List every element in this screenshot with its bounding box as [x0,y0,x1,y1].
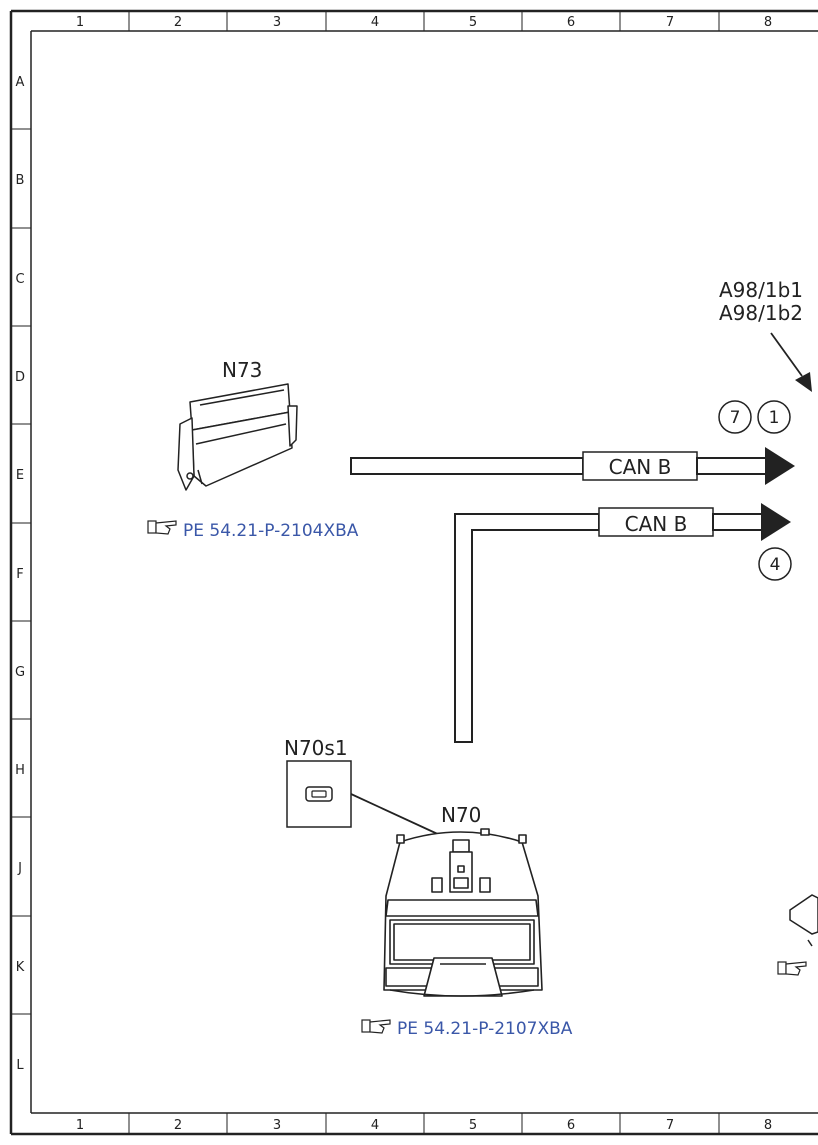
column-label: 3 [273,1118,281,1133]
column-label: 1 [76,1118,84,1133]
partial-component-icon [789,894,818,947]
n70-reference-link[interactable]: PE 54.21-P-2107XBA [361,1019,573,1039]
row-label: E [16,468,24,483]
can-b-label-upper: CAN B [609,455,672,479]
column-label: 2 [174,15,182,30]
svg-text:4: 4 [770,555,781,575]
n73-control-unit-icon[interactable] [177,383,298,491]
row-label: F [16,567,23,582]
column-labels-bottom: 1 2 3 4 5 6 7 8 [76,1118,772,1133]
column-label: 8 [764,1118,772,1133]
n73-label: N73 [222,358,262,382]
column-label: 7 [666,1118,674,1133]
n70s1-switch-icon[interactable] [286,760,352,828]
arrow-right-icon [765,447,795,485]
column-label: 6 [567,1118,575,1133]
pointing-hand-icon [147,520,177,535]
column-label: 5 [469,15,477,30]
a98-pointer [770,332,812,392]
column-label: 6 [567,15,575,30]
row-label: H [15,763,25,778]
column-label: 4 [371,15,379,30]
column-label: 7 [666,15,674,30]
n70-reference-text: PE 54.21-P-2107XBA [397,1019,573,1039]
svg-text:7: 7 [730,408,741,428]
marker-4: 4 [758,547,792,581]
partial-reference-hand-icon [777,961,807,976]
marker-7: 7 [718,400,752,434]
pointing-hand-icon [361,1019,391,1034]
row-label: D [15,370,25,385]
row-label: J [17,861,22,876]
row-label: K [16,960,25,975]
can-bus-lower: CAN B [454,503,791,743]
can-b-label-lower: CAN B [625,512,688,536]
can-bus-upper: CAN B [350,447,795,485]
column-label: 2 [174,1118,182,1133]
svg-text:1: 1 [769,408,780,428]
marker-1: 1 [757,400,791,434]
row-label: B [16,173,25,188]
n73-reference-text: PE 54.21-P-2104XBA [183,521,359,541]
column-label: 3 [273,15,281,30]
n70-label: N70 [441,803,481,827]
row-label: C [15,272,24,287]
row-label: A [16,75,25,90]
row-labels: A B C D E F G H J K L [15,75,25,1073]
column-label: 1 [76,15,84,30]
column-label: 5 [469,1118,477,1133]
n73-reference-link[interactable]: PE 54.21-P-2104XBA [147,520,359,541]
column-labels-top: 1 2 3 4 5 6 7 8 [76,15,772,30]
n70-overhead-panel-icon[interactable] [383,828,543,997]
column-label: 8 [764,15,772,30]
n70s1-label: N70s1 [284,736,348,760]
a98-1b1-label: A98/1b1 [719,278,803,302]
pointer-arrow-icon [795,372,812,392]
column-label: 4 [371,1118,379,1133]
row-label: L [16,1058,24,1073]
row-label: G [15,665,25,680]
a98-1b2-label: A98/1b2 [719,301,803,325]
arrow-right-icon [761,503,791,541]
row-ticks [11,128,31,1015]
column-ticks [128,11,720,1134]
